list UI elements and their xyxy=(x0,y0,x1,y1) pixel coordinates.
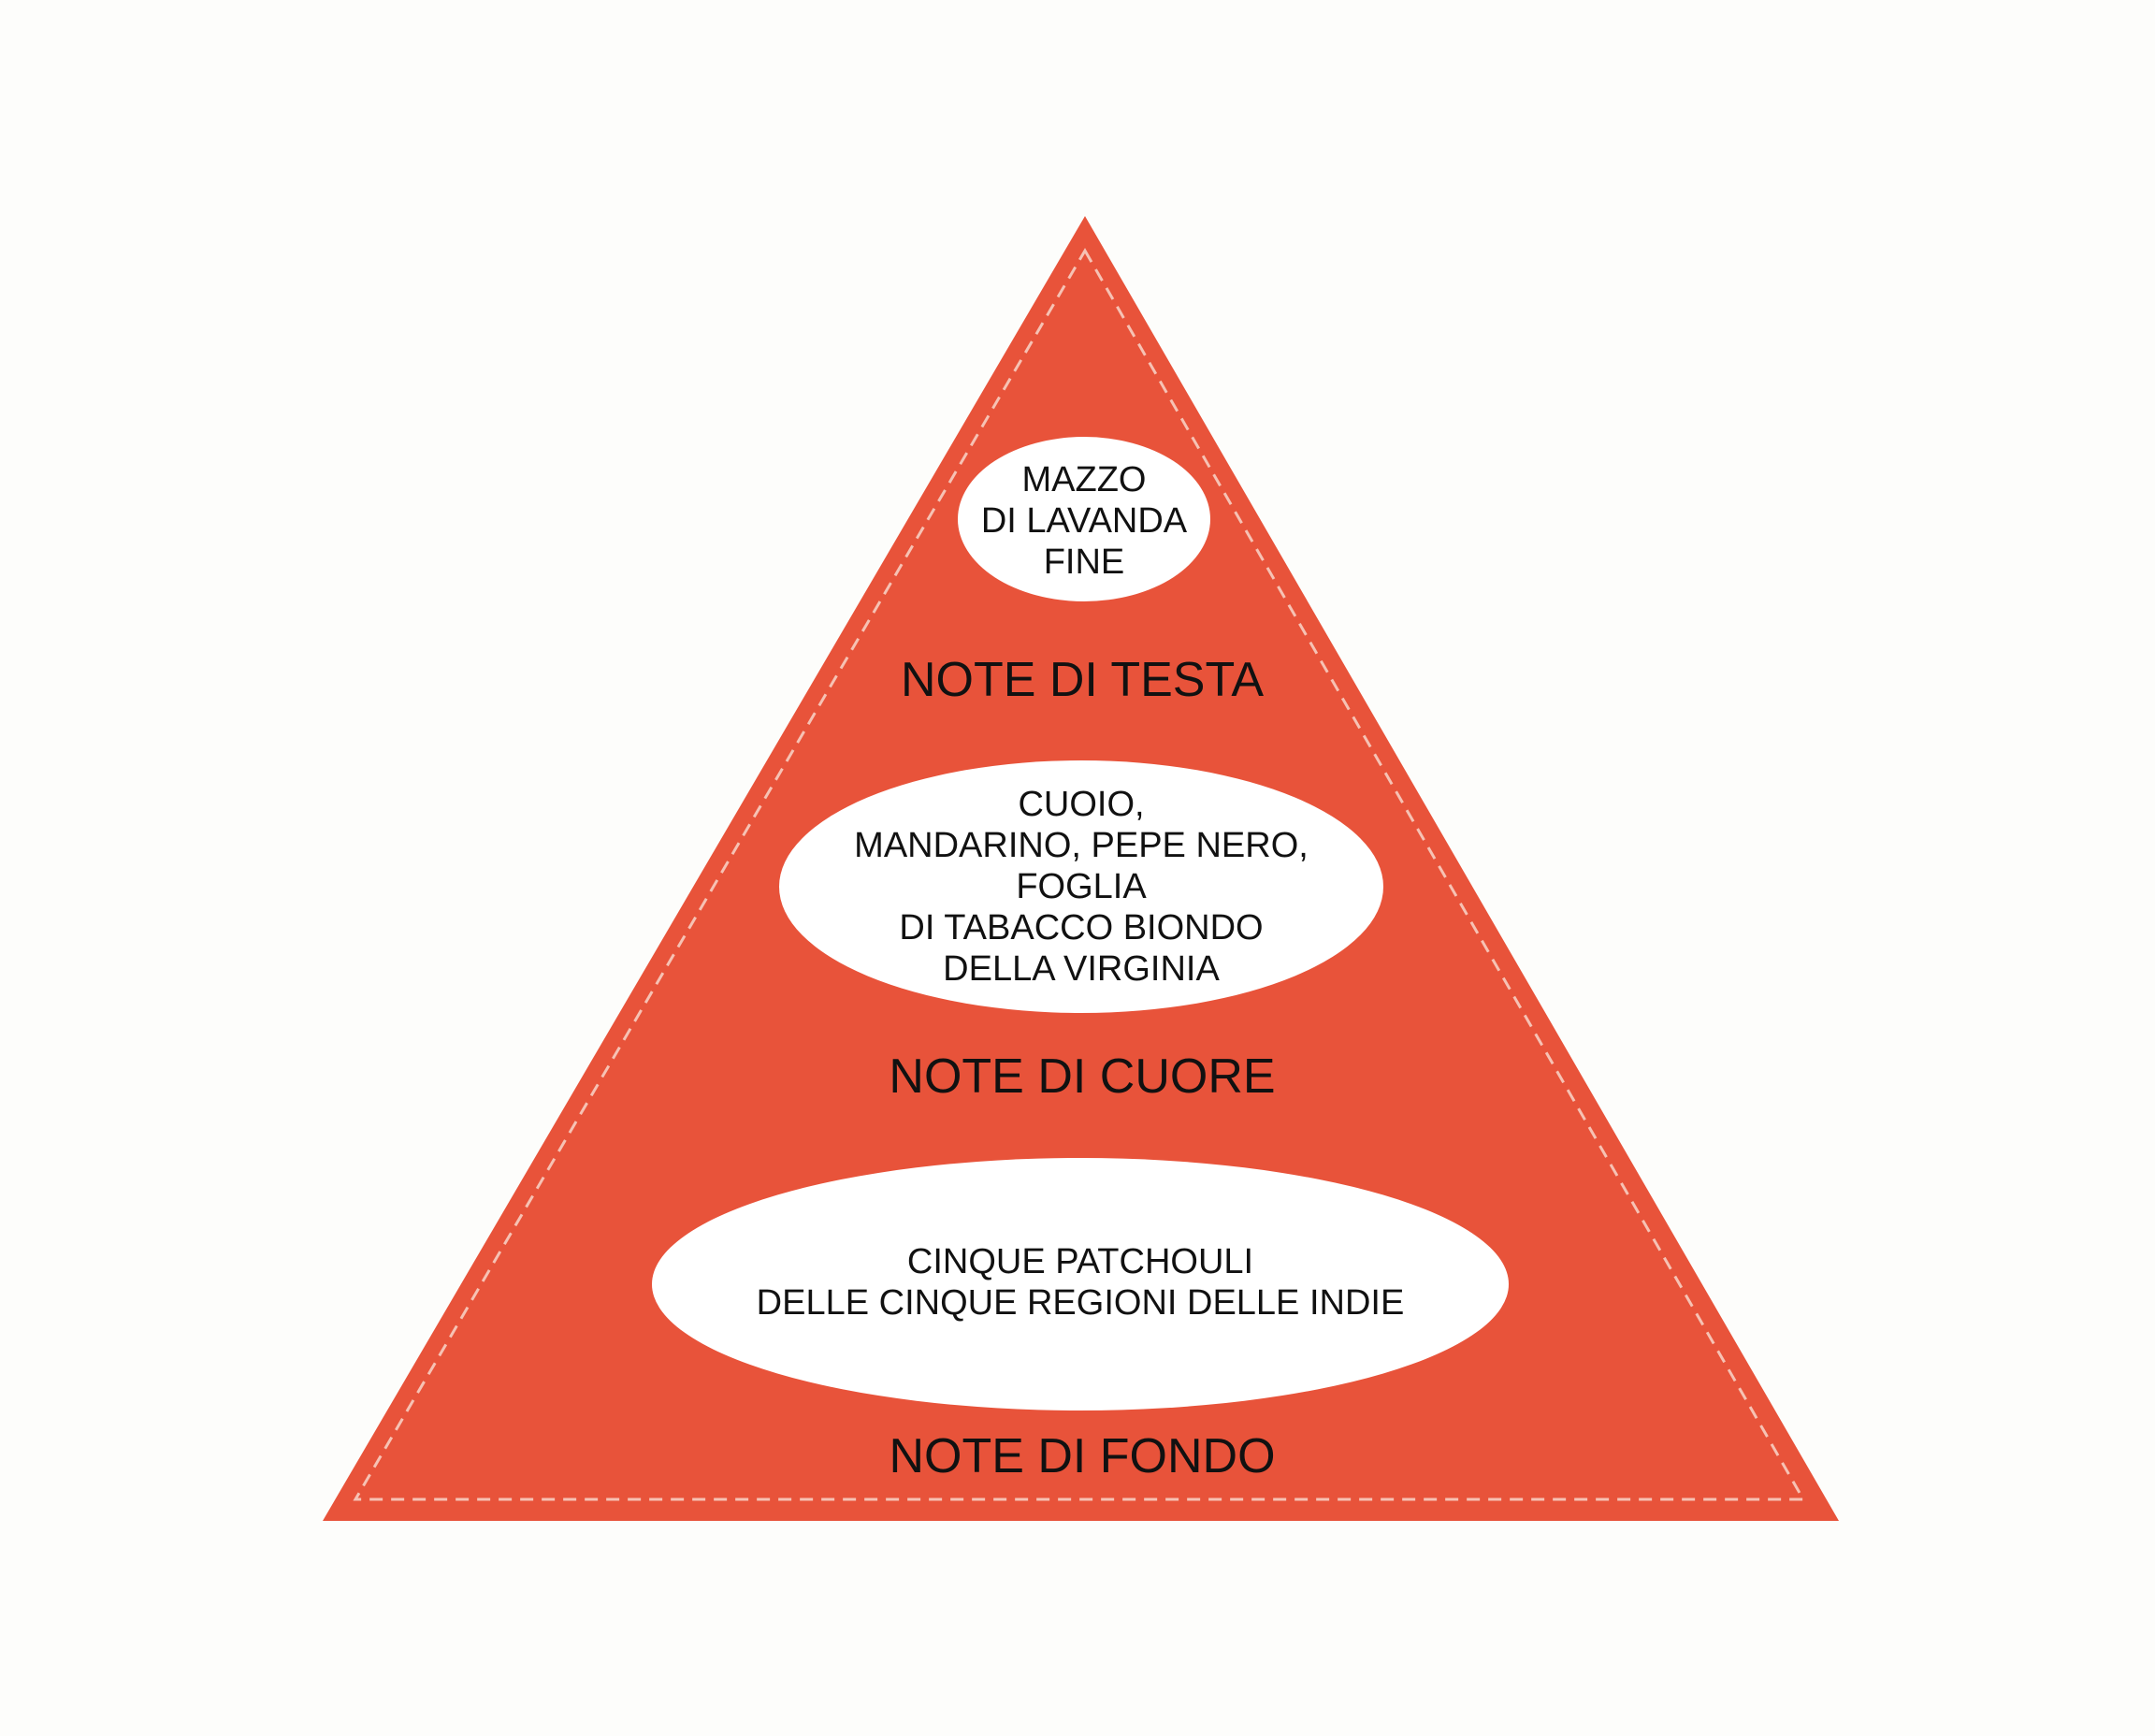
heart-notes-label: NOTE DI CUORE xyxy=(889,1049,1275,1104)
top-notes-label: NOTE DI TESTA xyxy=(901,653,1264,707)
top-notes-ellipse xyxy=(958,437,1210,601)
base-notes-label: NOTE DI FONDO xyxy=(889,1429,1275,1483)
heart-notes-line: DI TABACCO BIONDO xyxy=(899,908,1263,948)
top-notes-line: DI LAVANDA xyxy=(981,501,1188,541)
base-notes-line: CINQUE PATCHOULI xyxy=(907,1242,1253,1281)
base-notes-line: DELLE CINQUE REGIONI DELLE INDIE xyxy=(757,1283,1405,1323)
heart-notes-ellipse xyxy=(779,760,1383,1013)
top-notes-line: FINE xyxy=(1044,542,1125,582)
top-notes-line: MAZZO xyxy=(1022,460,1147,499)
heart-notes-line: CUOIO, xyxy=(1018,785,1144,824)
heart-notes-line: DELLA VIRGINIA xyxy=(943,949,1220,989)
heart-notes-line: FOGLIA xyxy=(1016,867,1147,906)
heart-notes-line: MANDARINO, PEPE NERO, xyxy=(854,826,1309,865)
base-notes-ellipse xyxy=(652,1158,1509,1410)
pyramid-stitch xyxy=(353,248,1806,1501)
